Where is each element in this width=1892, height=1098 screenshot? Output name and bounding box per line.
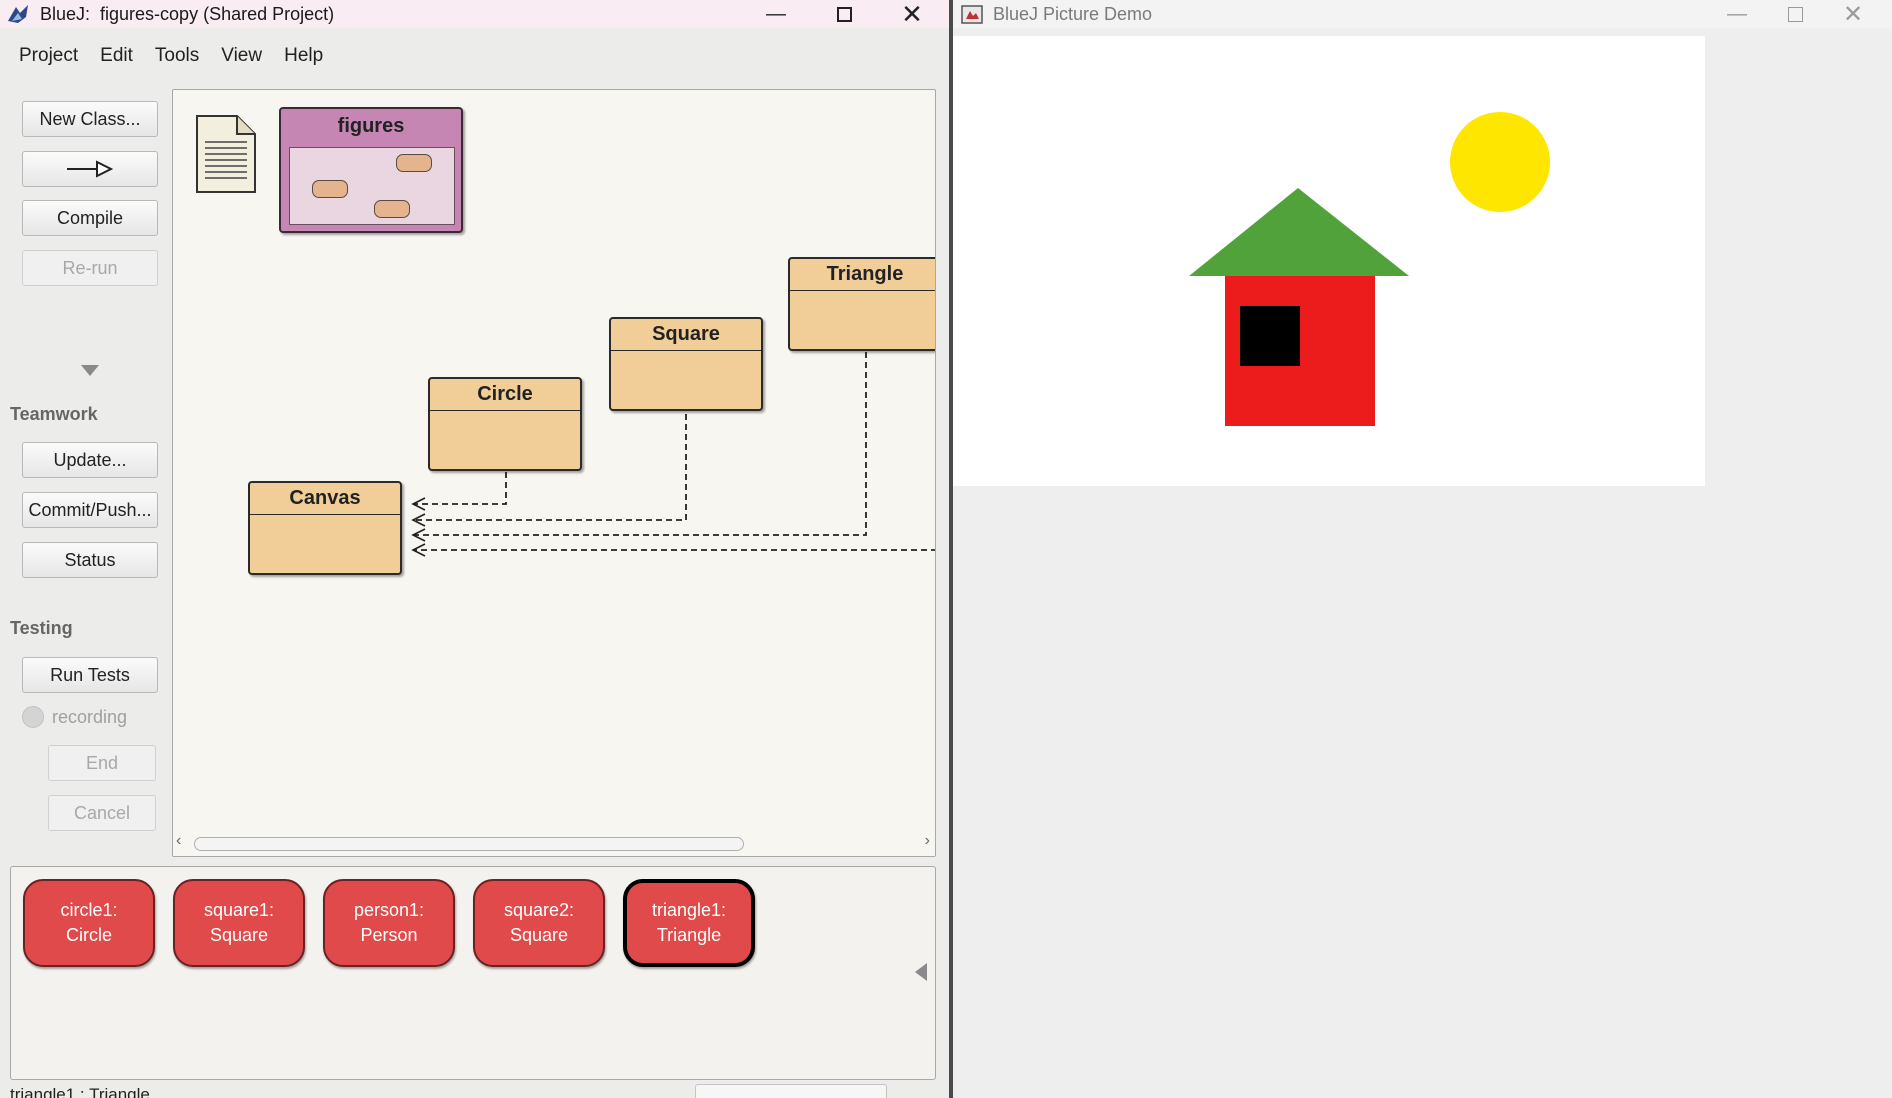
end-button[interactable]: End	[48, 745, 156, 781]
sun-circle	[1450, 112, 1550, 212]
title-bar: BlueJ: figures-copy (Shared Project) — ✕	[0, 0, 949, 29]
object-name: circle1:	[60, 900, 118, 920]
picture-demo-window: BlueJ Picture Demo — ✕	[953, 0, 1892, 1098]
package-class-pill	[396, 154, 432, 172]
readme-document-icon[interactable]	[195, 114, 257, 194]
recording-indicator: recording	[22, 706, 127, 728]
object-type: Circle	[65, 925, 112, 945]
recording-label: recording	[52, 706, 128, 727]
inheritance-arrow-icon	[67, 160, 114, 178]
class-diagram[interactable]: figures Triangle	[172, 89, 936, 857]
menu-view[interactable]: View	[221, 45, 263, 66]
scroll-left-icon[interactable]: ‹	[176, 832, 182, 849]
class-circle[interactable]: Circle	[428, 377, 582, 471]
scroll-right-icon[interactable]: ›	[924, 832, 930, 849]
compile-button[interactable]: Compile	[22, 200, 158, 236]
object-name: square1:	[203, 900, 275, 920]
new-class-button[interactable]: New Class...	[22, 101, 158, 137]
window-title: BlueJ: figures-copy (Shared Project)	[40, 3, 335, 24]
maximize-button[interactable]	[810, 0, 878, 28]
demo-minimize-button[interactable]: —	[1727, 2, 1747, 25]
picture-canvas	[953, 36, 1705, 486]
class-canvas[interactable]: Canvas	[248, 481, 402, 575]
package-preview	[289, 147, 455, 225]
demo-maximize-button[interactable]	[1761, 0, 1829, 28]
object-square1[interactable]: square1: Square	[173, 879, 305, 967]
class-name: Triangle	[790, 259, 935, 291]
testing-heading: Testing	[10, 618, 73, 638]
window-divider	[949, 0, 953, 1098]
dependency-arrows	[411, 352, 935, 557]
scrollbar-thumb[interactable]	[194, 837, 744, 851]
object-person1[interactable]: person1: Person	[323, 879, 455, 967]
teamwork-heading: Teamwork	[10, 404, 98, 424]
object-type: Square	[509, 925, 569, 945]
class-square[interactable]: Square	[609, 317, 763, 411]
bluej-bird-icon	[8, 5, 28, 23]
minimize-button[interactable]: —	[766, 2, 786, 25]
object-name: triangle1:	[651, 900, 727, 920]
package-class-pill	[312, 180, 348, 198]
object-type: Person	[360, 925, 418, 945]
rerun-button[interactable]: Re-run	[22, 250, 158, 286]
demo-window-title: BlueJ Picture Demo	[993, 3, 1153, 24]
object-square2[interactable]: square2: Square	[473, 879, 605, 967]
roof-triangle	[1189, 188, 1409, 276]
recording-dot-icon	[22, 706, 44, 728]
class-name: Canvas	[250, 483, 400, 515]
diagram-horizontal-scrollbar[interactable]: ‹ ›	[172, 832, 936, 856]
object-circle1[interactable]: circle1: Circle	[23, 879, 155, 967]
status-button[interactable]: Status	[22, 542, 158, 578]
class-triangle[interactable]: Triangle	[788, 257, 935, 351]
menu-tools[interactable]: Tools	[154, 45, 200, 66]
house-picture	[1189, 112, 1550, 426]
bench-collapse-icon[interactable]	[915, 963, 927, 981]
object-bench: circle1: Circle square1: Square person1:…	[10, 866, 936, 1080]
close-button[interactable]: ✕	[901, 0, 923, 29]
object-type: Triangle	[656, 925, 722, 945]
window-square	[1240, 306, 1300, 366]
demo-maximize-icon	[1787, 6, 1803, 22]
run-tests-button[interactable]: Run Tests	[22, 657, 158, 693]
class-name: Circle	[430, 379, 580, 411]
package-name: figures	[337, 115, 405, 137]
java-cup-icon	[961, 5, 983, 24]
menu-project[interactable]: Project	[19, 45, 79, 66]
new-inheritance-arrow-button[interactable]	[22, 151, 158, 187]
demo-close-button[interactable]: ✕	[1842, 0, 1864, 28]
menu-bar: Project Edit Tools View Help	[0, 40, 949, 72]
status-bar-text: triangle1 : Triangle	[10, 1085, 150, 1098]
collapse-triangle-icon[interactable]	[81, 365, 99, 377]
demo-title-bar: BlueJ Picture Demo — ✕	[953, 0, 1892, 28]
cancel-button[interactable]: Cancel	[48, 795, 156, 831]
object-type: Square	[209, 925, 269, 945]
object-triangle1[interactable]: triangle1: Triangle	[623, 879, 755, 967]
menu-help[interactable]: Help	[284, 45, 324, 66]
menu-edit[interactable]: Edit	[100, 45, 133, 66]
maximize-icon	[836, 6, 852, 22]
object-name: person1:	[353, 900, 425, 920]
package-figures[interactable]: figures	[279, 107, 463, 233]
class-name: Square	[611, 319, 761, 351]
update-button[interactable]: Update...	[22, 442, 158, 478]
commit-push-button[interactable]: Commit/Push...	[22, 492, 158, 528]
status-progress-box	[695, 1084, 887, 1098]
object-name: square2:	[503, 900, 575, 920]
package-class-pill	[374, 200, 410, 218]
bluej-window: BlueJ: figures-copy (Shared Project) — ✕…	[0, 0, 949, 1098]
